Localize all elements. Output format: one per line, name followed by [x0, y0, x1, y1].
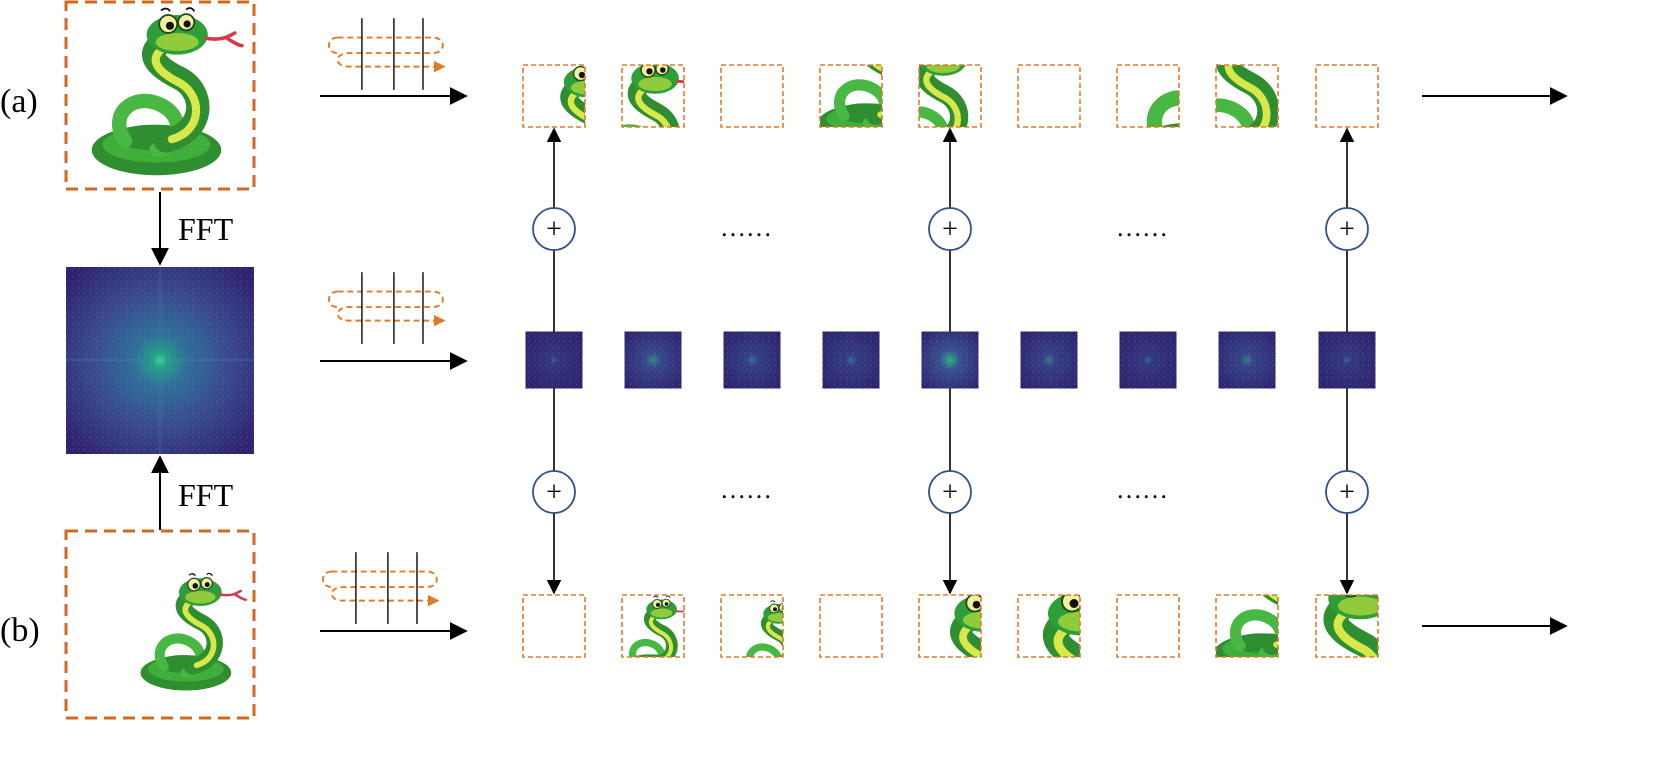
row-b-patch	[619, 594, 694, 680]
row-b-patch	[903, 588, 1045, 746]
spectrum-patch	[525, 331, 583, 389]
row-a-patch	[1017, 64, 1081, 128]
snake-icon	[877, 40, 994, 170]
spectrum-patch	[921, 331, 979, 389]
row-b-patch	[522, 594, 586, 658]
row-b-patch	[1116, 594, 1180, 658]
row-b-patch	[819, 594, 883, 658]
ellipsis-lower-right: ……	[1116, 475, 1168, 504]
fft-spectrum	[66, 267, 254, 454]
spectrum-patch	[1218, 331, 1276, 389]
plus-sign: +	[546, 477, 562, 508]
snake-icon	[140, 573, 245, 690]
plus-sign: +	[1339, 477, 1355, 508]
plus-sign: +	[942, 214, 958, 245]
snake-icon	[987, 584, 1154, 767]
patch-grid	[521, 13, 1429, 767]
ellipsis-upper-right: ……	[1116, 213, 1168, 242]
row-a-patch	[1116, 64, 1180, 128]
plus-circle-icon: +	[532, 470, 576, 514]
snake-icon	[92, 8, 242, 175]
adder-column: ++	[928, 127, 972, 595]
row-a-patch	[818, 13, 935, 143]
raster-scan-icon	[329, 272, 444, 344]
source-image-b	[64, 529, 256, 720]
snake-icon	[1270, 570, 1429, 746]
plus-sign: +	[942, 477, 958, 508]
spectrum-patch	[1119, 331, 1177, 389]
row-b-patch	[987, 584, 1154, 767]
spectrum-patch	[624, 331, 682, 389]
row-a-patch	[1315, 64, 1379, 128]
snake-icon	[521, 61, 638, 191]
fft-label-bottom: FFT	[178, 477, 234, 513]
row-a-patch	[589, 58, 706, 188]
spectrum-patch	[1318, 331, 1376, 389]
source-image-a	[64, 0, 256, 191]
snake-icon	[736, 601, 811, 685]
plus-sign: +	[546, 214, 562, 245]
row-b-patch	[1214, 543, 1331, 673]
ellipsis-upper-left: ……	[720, 213, 772, 242]
fft-label-top: FFT	[178, 211, 234, 247]
snake-icon	[589, 58, 706, 188]
row-a-patch	[720, 64, 784, 128]
spectrum-patch	[822, 331, 880, 389]
plus-circle-icon: +	[532, 207, 576, 251]
row-a-patch	[877, 40, 994, 170]
plus-circle-icon: +	[928, 207, 972, 251]
raster-scan-icon	[323, 552, 438, 624]
spectrum-patch	[1020, 331, 1078, 389]
plus-circle-icon: +	[928, 470, 972, 514]
row-a-patch	[521, 61, 638, 191]
row-label-a: (a)	[0, 83, 38, 120]
plus-circle-icon: +	[1325, 207, 1369, 251]
row-b-patch	[720, 594, 811, 685]
row-a-patch	[1168, 17, 1310, 175]
row-b-patch	[1270, 570, 1429, 746]
raster-scan-icon	[329, 18, 444, 90]
snake-icon	[619, 596, 694, 680]
adder-layer: ++++++	[532, 127, 1369, 595]
adder-column: ++	[532, 127, 576, 595]
ellipsis-lower-left: ……	[720, 475, 772, 504]
snake-icon	[818, 13, 935, 143]
snake-icon	[903, 588, 1045, 746]
adder-column: ++	[1325, 127, 1369, 595]
spectrum-patch	[723, 331, 781, 389]
snake-icon	[1168, 17, 1310, 175]
plus-circle-icon: +	[1325, 470, 1369, 514]
snake-icon	[1214, 543, 1331, 673]
row-label-b: (b)	[0, 612, 40, 649]
plus-sign: +	[1339, 214, 1355, 245]
